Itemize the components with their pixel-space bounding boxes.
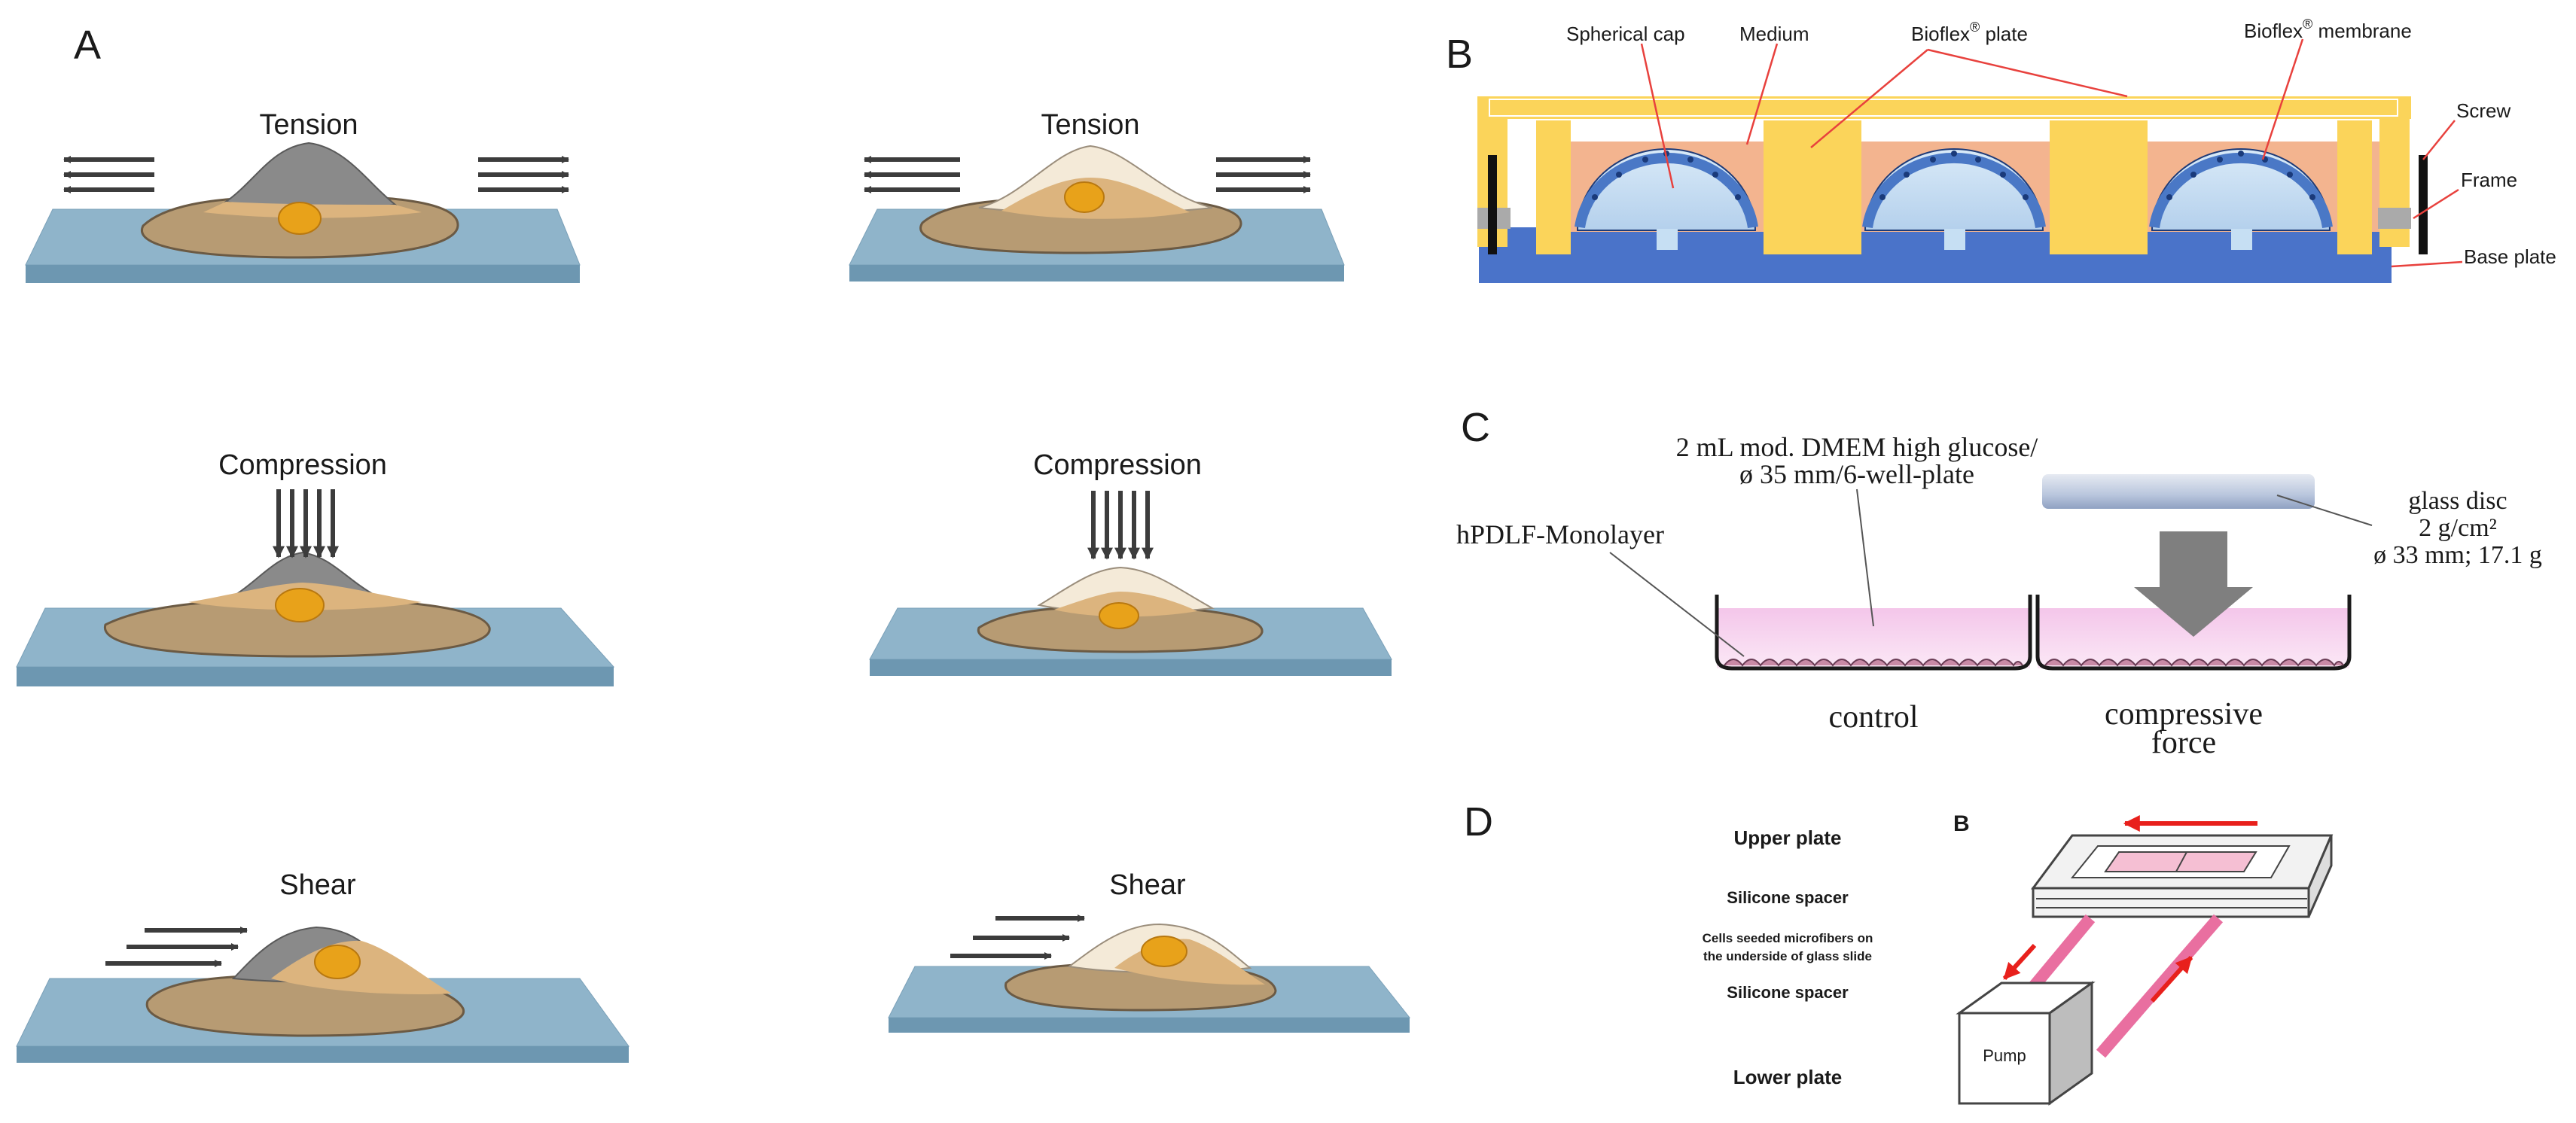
panel-d-letter: D: [1464, 799, 1493, 845]
label-disc-line3: ø 33 mm; 17.1 g: [2373, 541, 2542, 569]
nucleus-icon: [278, 202, 322, 235]
label-medium-line1: 2 mL mod. DMEM high glucose/: [1676, 432, 2038, 462]
shear-label-left: Shear: [279, 869, 356, 901]
compression-label-right: Compression: [1033, 449, 1202, 481]
label-screw: Screw: [2456, 99, 2510, 122]
label-force-line1: compressive: [2105, 697, 2263, 732]
membrane-dots: [1592, 151, 2315, 200]
compression-cell-stressed: Compression: [16, 449, 615, 686]
tension-label-left: Tension: [260, 109, 358, 141]
label-upper-plate: Upper plate: [1733, 826, 1841, 849]
flow-arrow-left: [2002, 943, 2037, 981]
glass-disc: [2042, 474, 2315, 509]
label-medium: Medium: [1739, 23, 1809, 45]
label-cells-line1: Cells seeded microfibers on: [1703, 931, 1873, 945]
shear-label-right: Shear: [1109, 869, 1186, 901]
panel-c-letter: C: [1461, 405, 1490, 450]
panel-b: B: [1446, 17, 2556, 283]
shear-cell-relaxed: Shear: [888, 869, 1411, 1033]
panel-a-letter: A: [74, 23, 101, 68]
compression-arrow-icon: [2134, 531, 2253, 637]
base-plate: [1479, 227, 2392, 283]
label-base-plate: Base plate: [2464, 245, 2556, 268]
label-spacer-top: Silicone spacer: [1727, 888, 1849, 907]
label-monolayer: hPDLF-Monolayer: [1456, 519, 1664, 549]
panel-a: A Tension Tension: [16, 23, 1411, 1063]
screw-left: [1488, 155, 1497, 254]
panel-d: D Upper plate Silicone spacer Cells seed…: [1464, 799, 2334, 1106]
tension-cell-relaxed: Tension: [849, 109, 1345, 282]
panel-d-sub-letter: B: [1953, 811, 1970, 836]
label-cells-line2: the underside of glass slide: [1703, 949, 1872, 963]
flow-chamber: [2031, 834, 2334, 918]
screw-right: [2419, 155, 2428, 254]
pump-box: Pump: [1956, 981, 2096, 1106]
shear-cell-stressed: Shear: [16, 869, 630, 1063]
tube-right: [2096, 914, 2224, 1058]
label-pump: Pump: [1983, 1046, 2026, 1065]
label-frame: Frame: [2461, 169, 2517, 191]
flow-arrow-right: [2150, 955, 2193, 1003]
bioflex-plate-block: [1764, 120, 1861, 254]
label-force-line2: force: [2151, 726, 2216, 760]
compressive-force-well: [2035, 531, 2352, 671]
label-spherical-cap: Spherical cap: [1566, 23, 1685, 45]
compression-label-left: Compression: [218, 449, 387, 481]
tension-label-right: Tension: [1041, 109, 1140, 141]
label-control: control: [1829, 700, 1919, 735]
label-lower-plate: Lower plate: [1733, 1066, 1842, 1088]
tension-cell-stressed: Tension: [25, 109, 581, 283]
label-disc-line1: glass disc: [2408, 487, 2507, 515]
compression-cell-relaxed: Compression: [869, 449, 1392, 676]
label-disc-line2: 2 g/cm²: [2419, 514, 2497, 542]
label-spacer-bottom: Silicone spacer: [1727, 983, 1849, 1002]
label-medium-line2: ø 35 mm/6-well-plate: [1739, 459, 1974, 489]
label-bioflex-membrane: Bioflex® membrane: [2244, 17, 2412, 42]
label-bioflex-plate: Bioflex® plate: [1911, 20, 2028, 45]
panel-b-letter: B: [1446, 32, 1473, 77]
control-well: [1715, 595, 2032, 671]
panel-c: C 2 mL mod. DMEM high glucose/ ø 35 mm/6…: [1456, 405, 2542, 760]
